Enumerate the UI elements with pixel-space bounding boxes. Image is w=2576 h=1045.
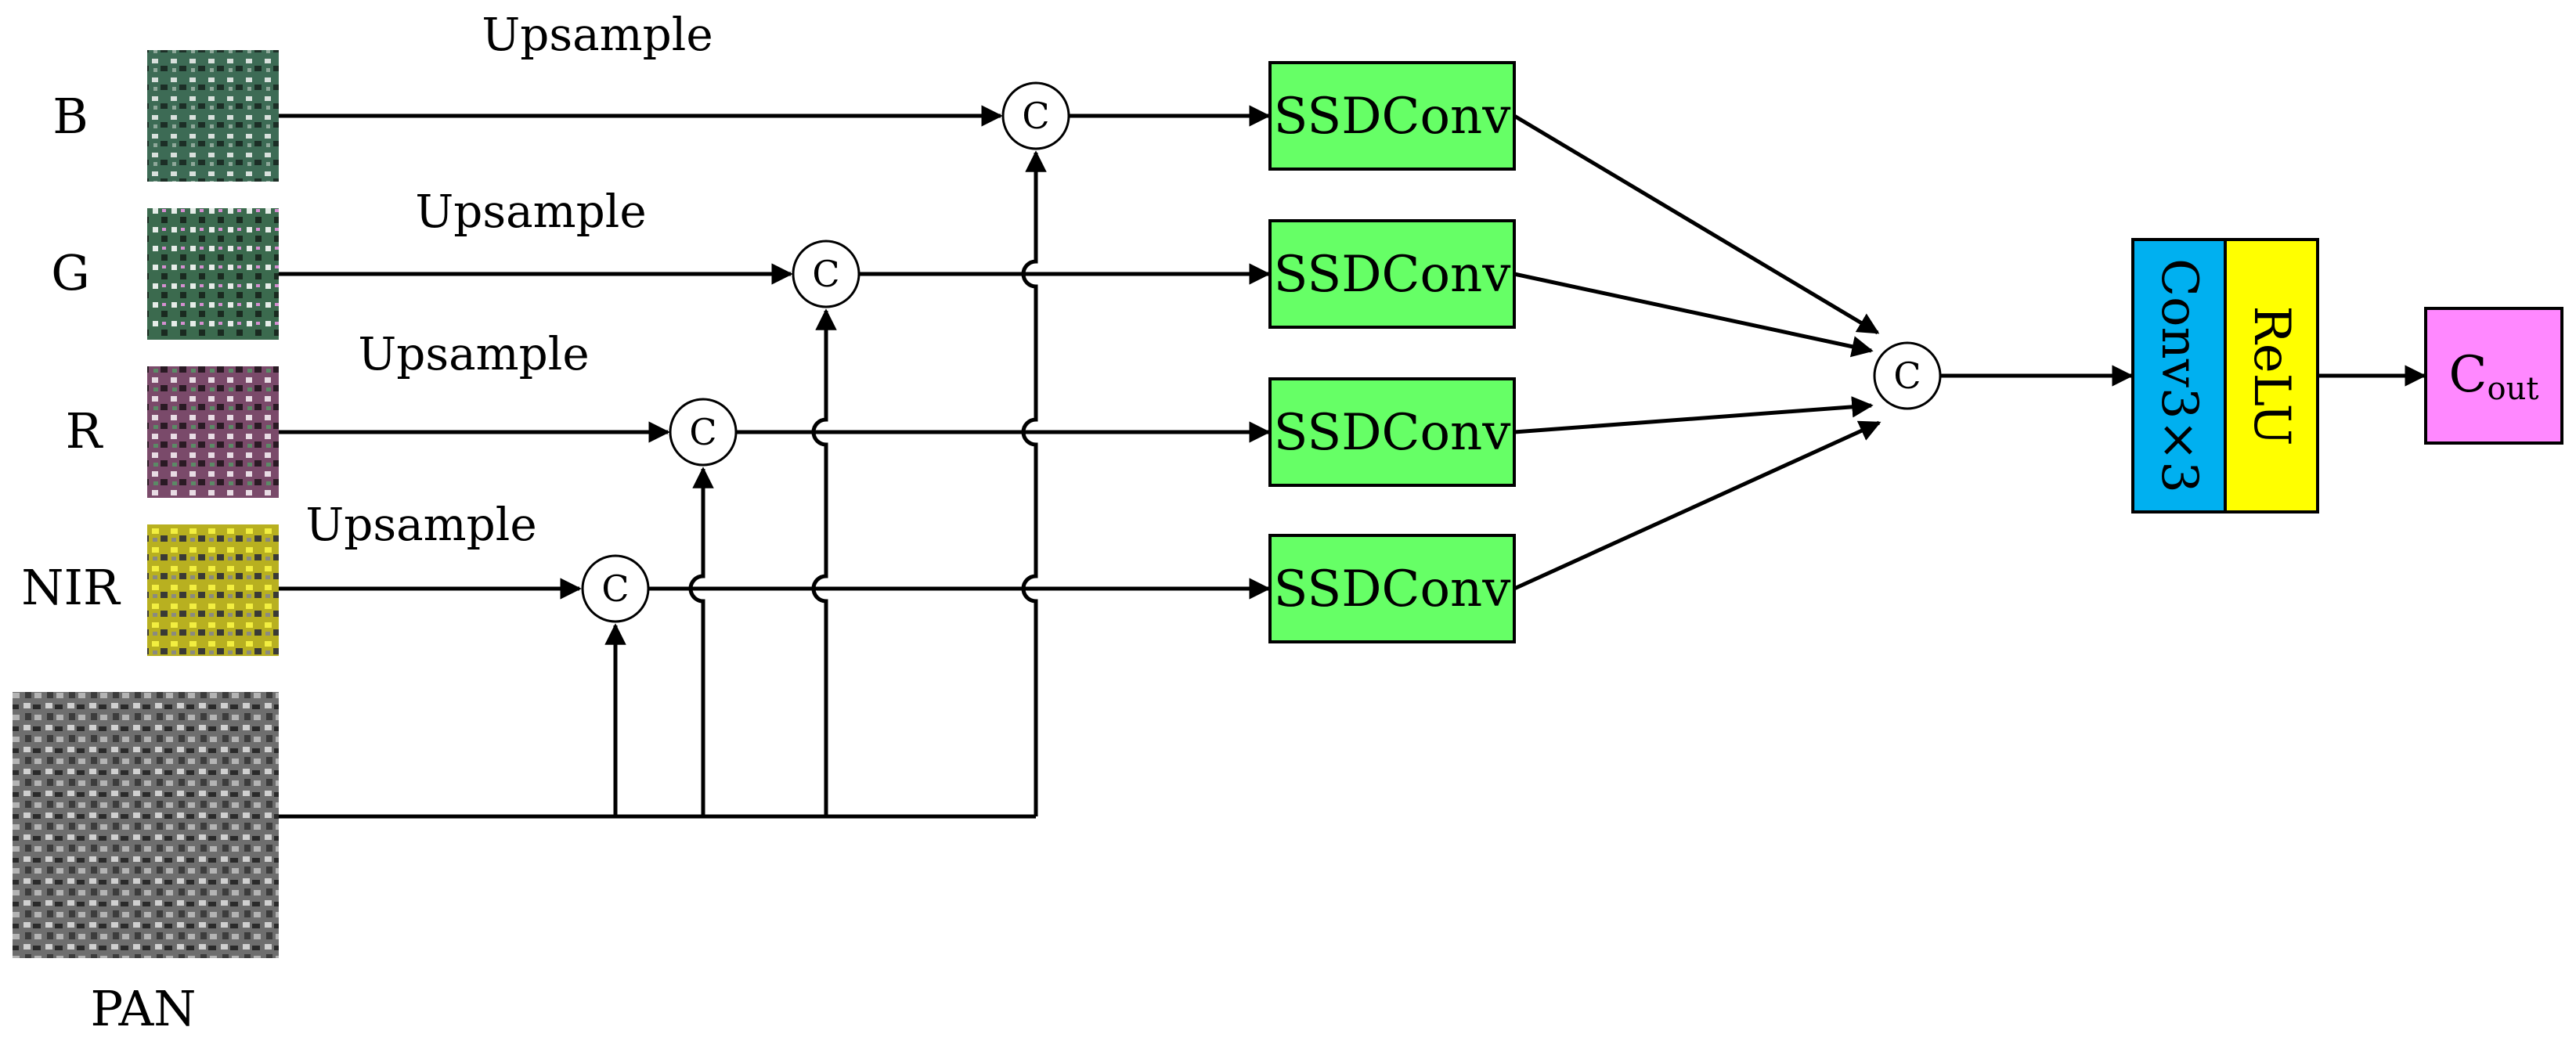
upsample-label-b: Upsample (482, 8, 713, 61)
conv3x3-label: Conv3×3 (2150, 258, 2208, 493)
pan-branch-r (688, 467, 714, 816)
upsample-label-g: Upsample (415, 185, 646, 238)
ssdconv-label: SSDConv (1274, 88, 1511, 146)
output-label-base: C (2449, 346, 2488, 404)
concat-symbol: C (1022, 95, 1049, 137)
concat-node-r: C (669, 398, 738, 467)
band-label-b: B (52, 88, 88, 145)
output-label-subscript: out (2488, 371, 2539, 407)
band-image-nir (147, 524, 279, 656)
relu-block: ReLU (2224, 238, 2319, 513)
arrow-ssd1-to-concat (1513, 114, 1880, 335)
ssdconv-label: SSDConv (1274, 560, 1511, 618)
conv3x3-block: Conv3×3 (2131, 238, 2227, 513)
band-image-b (147, 50, 279, 182)
ssdconv-block-3: SSDConv (1268, 377, 1516, 487)
upsample-label-nir: Upsample (305, 498, 536, 551)
arrow-ssd2-to-concat (1513, 272, 1874, 358)
band-image-r (147, 366, 279, 498)
pan-branch-b (1021, 150, 1047, 816)
band-label-nir: NIR (21, 559, 121, 616)
output-block: Cout (2424, 307, 2563, 445)
ssdconv-block-1: SSDConv (1268, 61, 1516, 171)
arrow-ssd3-to-concat (1513, 396, 1874, 434)
concat-node-g: C (792, 240, 860, 308)
concat-node-b: C (1001, 81, 1070, 150)
band-label-r: R (66, 402, 104, 459)
ssdconv-block-2: SSDConv (1268, 219, 1516, 329)
concat-symbol: C (812, 253, 839, 295)
ssdconv-block-4: SSDConv (1268, 534, 1516, 643)
relu-label: ReLU (2242, 306, 2300, 446)
pan-branch-g (811, 308, 837, 816)
concat-symbol: C (689, 411, 716, 453)
concat-node-nir: C (581, 554, 650, 623)
pan-label: PAN (90, 980, 196, 1037)
ssdconv-label: SSDConv (1274, 246, 1511, 304)
concat-symbol: C (601, 568, 629, 610)
band-label-g: G (51, 244, 90, 301)
arrow-ssd4-to-concat (1513, 420, 1881, 591)
upsample-label-r: Upsample (358, 327, 589, 380)
concat-node-final: C (1873, 341, 1942, 410)
ssdconv-label: SSDConv (1274, 404, 1511, 462)
pan-image (13, 692, 279, 958)
band-image-g (147, 208, 279, 340)
concat-symbol: C (1893, 355, 1921, 397)
output-label: Cout (2449, 346, 2539, 407)
